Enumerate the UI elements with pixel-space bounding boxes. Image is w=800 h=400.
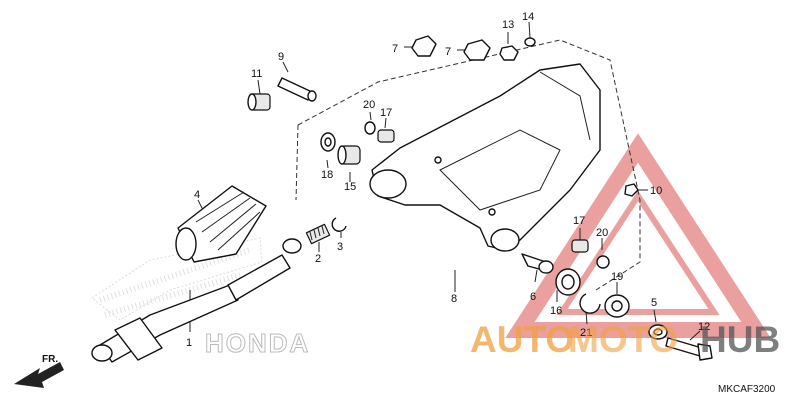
joint-spring[interactable] (305, 223, 331, 245)
honda-brand-text: HONDA (205, 328, 310, 358)
watermark-text: AUTO MOTO HUB (470, 319, 780, 360)
callout-1: 1 (186, 337, 192, 349)
diagram-code: MKCAF3200 (718, 384, 776, 395)
callout-19: 19 (611, 271, 623, 283)
front-direction-arrow-icon (14, 362, 64, 388)
callout-9: 9 (278, 51, 284, 63)
swingarm[interactable] (369, 63, 601, 252)
callout-17a: 17 (380, 107, 392, 119)
callout-11: 11 (251, 68, 262, 80)
callout-21: 21 (580, 327, 592, 339)
needle-bearing[interactable] (337, 145, 361, 165)
small-washer[interactable] (524, 37, 536, 47)
callout-3: 3 (337, 241, 343, 253)
ball-bearing[interactable] (555, 268, 581, 296)
collar-left[interactable] (377, 129, 395, 143)
callout-20b: 20 (596, 227, 608, 239)
callout-5: 5 (651, 297, 657, 309)
callout-16: 16 (550, 305, 562, 317)
assembly-group-outline (295, 39, 641, 291)
callout-17b: 17 (573, 215, 585, 227)
circlip[interactable] (331, 217, 347, 232)
callout-8: 8 (451, 293, 457, 305)
circlip-right[interactable] (579, 293, 601, 314)
watermark-text-moto: MOTO (568, 319, 678, 360)
callout-7b: 7 (445, 46, 451, 58)
flange-nut[interactable] (499, 45, 519, 61)
honda-wing-logo (91, 237, 263, 321)
front-direction-label: FR. (42, 354, 58, 365)
callout-12: 12 (698, 321, 710, 333)
callout-14: 14 (522, 11, 534, 23)
watermark-text-hub: HUB (700, 319, 780, 360)
callout-2: 2 (315, 253, 321, 265)
o-ring-left[interactable] (364, 121, 376, 135)
cover-cap-left[interactable] (411, 35, 437, 57)
callout-10: 10 (650, 185, 662, 197)
callout-18: 18 (321, 169, 333, 181)
adjuster-bolt[interactable] (247, 93, 271, 111)
pivot-bolt[interactable] (665, 337, 713, 361)
drive-shaft[interactable] (91, 238, 302, 363)
cover-cap-right[interactable] (463, 39, 491, 61)
collar-right[interactable] (571, 239, 589, 253)
watermark-text-auto: AUTO (470, 319, 574, 360)
pivot-collar[interactable] (521, 253, 554, 274)
callout-6: 6 (530, 291, 536, 303)
callout-7a: 7 (392, 43, 398, 55)
callout-15: 15 (344, 181, 356, 193)
o-ring-right[interactable] (596, 255, 610, 269)
callout-4: 4 (194, 189, 200, 201)
pivot-pin[interactable] (277, 77, 317, 102)
callout-20a: 20 (363, 99, 375, 111)
small-nut[interactable] (624, 183, 639, 197)
watermark-triangle (505, 133, 771, 338)
callout-13: 13 (502, 19, 514, 31)
dust-boot[interactable] (175, 185, 267, 263)
